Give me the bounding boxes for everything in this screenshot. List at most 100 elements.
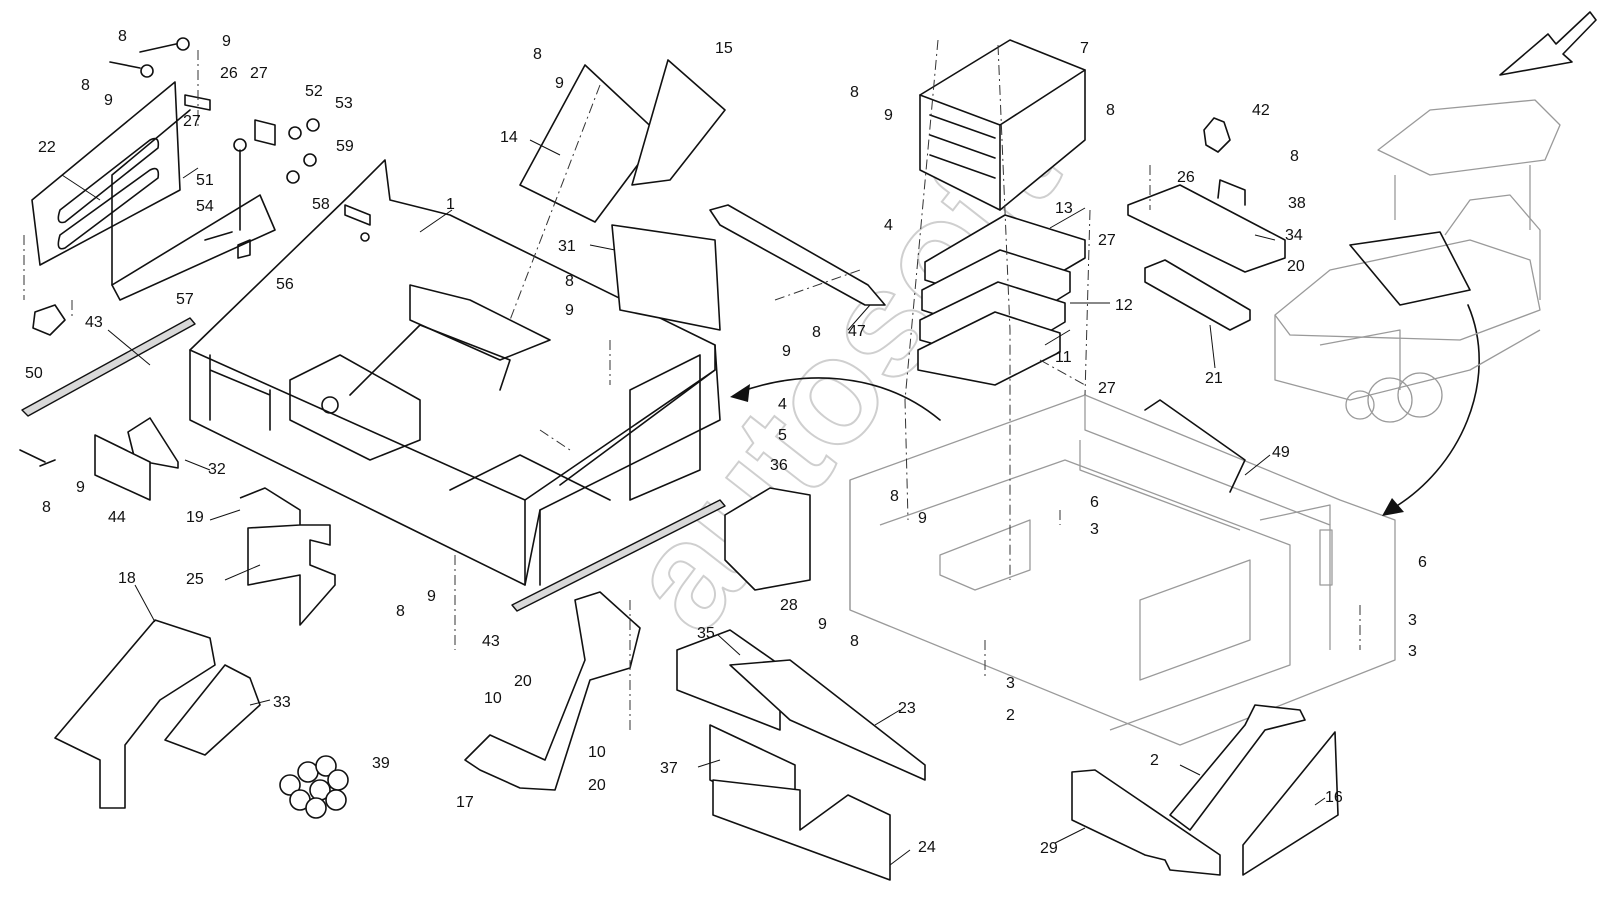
- callout-18: 18: [118, 570, 136, 587]
- clip-set-39: [279, 755, 349, 819]
- callout-2: 3: [1408, 643, 1417, 660]
- callout-32: 32: [208, 461, 226, 478]
- callout-19: 19: [186, 509, 204, 526]
- callout-30: 29: [1040, 840, 1058, 857]
- plate-15: [631, 59, 726, 186]
- callout-43: 43: [482, 633, 500, 650]
- plate-31: [611, 224, 721, 331]
- callout-27: 27: [1098, 380, 1116, 397]
- cover-18: [54, 619, 216, 809]
- callout-8: 8: [118, 28, 127, 45]
- callout-10: 10: [588, 744, 606, 761]
- block-24: [712, 779, 891, 881]
- callout-8: 8: [812, 324, 821, 341]
- callout-25: 25: [186, 571, 204, 588]
- callout-9: 9: [565, 302, 574, 319]
- callout-9: 9: [555, 75, 564, 92]
- insert-11: [917, 311, 1061, 386]
- callout-12: 12: [1115, 297, 1133, 314]
- callout-24: 24: [918, 839, 936, 856]
- callout-27: 27: [183, 113, 201, 130]
- callout-58: 58: [312, 196, 330, 213]
- callout-39: 39: [372, 755, 390, 772]
- callout-1: 1: [446, 196, 455, 213]
- callout-5: 5: [778, 427, 787, 444]
- callout-15: 15: [715, 40, 733, 57]
- callout-23: 23: [898, 700, 916, 717]
- direction-arrow-icon: [1499, 11, 1597, 76]
- callout-21: 21: [1205, 370, 1223, 387]
- callout-56: 56: [276, 276, 294, 293]
- callout-43: 43: [85, 314, 103, 331]
- paver-machine-illustration: [1274, 99, 1561, 423]
- callout-26: 26: [1177, 169, 1195, 186]
- callout-8: 8: [850, 84, 859, 101]
- callout-8: 8: [565, 273, 574, 290]
- bracket-34: [1127, 184, 1286, 273]
- valve-42: [1203, 117, 1231, 153]
- callout-8: 8: [1106, 102, 1115, 119]
- strip-23: [729, 659, 926, 781]
- callout-44: 44: [108, 509, 126, 526]
- callout-22: 22: [38, 139, 56, 156]
- callout-4: 4: [884, 217, 893, 234]
- callout-27: 27: [250, 65, 268, 82]
- callout-9: 9: [782, 343, 791, 360]
- curved-arrow-right: [1389, 304, 1480, 511]
- callout-14: 14: [500, 129, 518, 146]
- callout-57: 57: [176, 291, 194, 308]
- callout-42: 42: [1252, 102, 1270, 119]
- callout-47: 47: [848, 323, 866, 340]
- leader-lines: [61, 139, 1326, 866]
- callout-9: 9: [818, 616, 827, 633]
- callout-9: 9: [427, 588, 436, 605]
- callout-31: 31: [558, 238, 576, 255]
- arrowhead-left-icon: [730, 384, 750, 402]
- rod-43-lower: [511, 499, 726, 612]
- handle-38: [1217, 179, 1246, 206]
- callout-3: 3: [1090, 521, 1099, 538]
- block-19-25: [239, 487, 336, 626]
- callout-13: 13: [1055, 200, 1073, 217]
- callout-59: 59: [336, 138, 354, 155]
- main-frame: [189, 159, 721, 586]
- callout-29: 16: [1325, 789, 1343, 806]
- callout-26: 26: [220, 65, 238, 82]
- callout-11: 11: [1055, 349, 1072, 366]
- pad-33: [164, 664, 261, 756]
- curved-arrow-left: [739, 377, 941, 421]
- callout-51: 51: [196, 172, 214, 189]
- plate-36-28: [724, 487, 811, 591]
- callout-3: 3: [1006, 675, 1015, 692]
- callout-34: 34: [1285, 227, 1303, 244]
- arrowhead-right-icon: [1382, 498, 1404, 516]
- callout-9: 9: [918, 510, 927, 527]
- callout-20: 20: [1287, 258, 1305, 275]
- callout-8: 8: [396, 603, 405, 620]
- callout-4: 4: [778, 396, 787, 413]
- callout-50: 50: [25, 365, 43, 382]
- pad-29: [1242, 731, 1339, 876]
- callout-35: 35: [697, 625, 715, 642]
- callout-16: 2: [1150, 752, 1159, 769]
- pad-21: [1144, 259, 1251, 331]
- callout-6: 6: [1418, 554, 1427, 571]
- callout-53: 53: [335, 95, 353, 112]
- callout-8: 8: [533, 46, 542, 63]
- callout-6: 6: [1090, 494, 1099, 511]
- callout-2: 2: [1006, 707, 1015, 724]
- rod-43-left: [21, 317, 196, 417]
- callout-7: 7: [1080, 40, 1089, 57]
- callout-28: 28: [780, 597, 798, 614]
- callout-37: 37: [660, 760, 678, 777]
- callout-49: 49: [1272, 444, 1290, 461]
- callout-9: 9: [884, 107, 893, 124]
- callout-8: 8: [850, 633, 859, 650]
- callout-52: 52: [305, 83, 323, 100]
- side-panel-22: [31, 81, 276, 301]
- callout-9: 9: [222, 33, 231, 50]
- pad-16: [1169, 704, 1306, 831]
- pad-30: [1071, 769, 1221, 876]
